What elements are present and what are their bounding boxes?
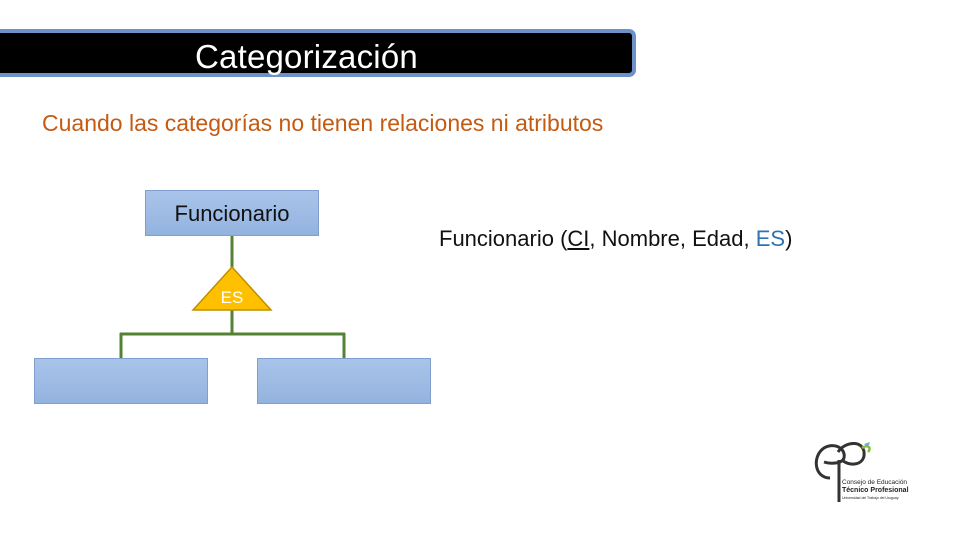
subcategory-box-1 — [34, 358, 208, 404]
relational-schema: Funcionario (CI, Nombre, Edad, ES) — [439, 226, 792, 252]
schema-primary-key: CI — [567, 226, 590, 251]
schema-close: ) — [785, 226, 793, 251]
schema-open: Funcionario ( — [439, 226, 568, 251]
title-bar — [0, 29, 636, 77]
entity-label: Funcionario — [174, 201, 290, 226]
logo-line-3: Universidad del Trabajo del Uruguay — [842, 496, 899, 500]
schema-middle: , Nombre, Edad, — [589, 226, 756, 251]
relationship-label: ES — [220, 288, 244, 307]
schema-es-attribute: ES — [755, 226, 786, 251]
logo-line-2: Técnico Profesional — [842, 487, 909, 494]
slide-subtitle: Cuando las categorías no tienen relacion… — [42, 110, 604, 136]
slide-title: Categorización — [195, 38, 418, 75]
subcategory-box-2 — [257, 358, 431, 404]
logo-line-1: Consejo de Educación — [842, 479, 908, 486]
entity-funcionario: Funcionario — [145, 190, 319, 236]
cetp-logo-icon — [814, 442, 871, 502]
